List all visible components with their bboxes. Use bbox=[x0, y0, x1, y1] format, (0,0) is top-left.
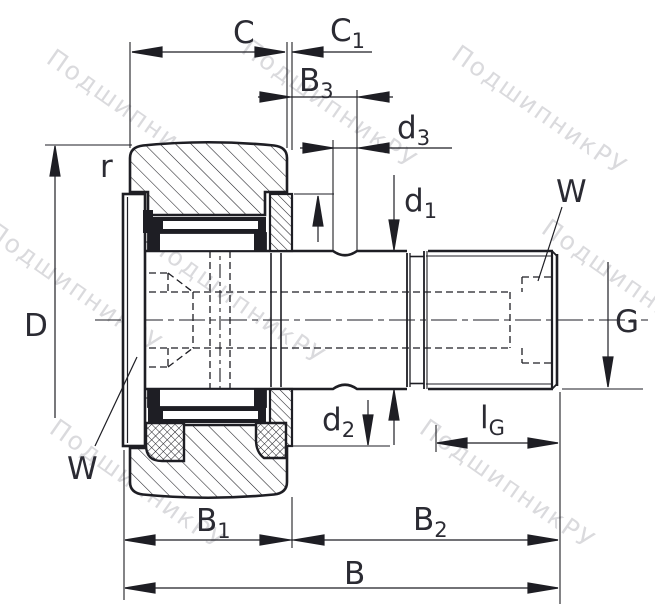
label-C1-sub: 1 bbox=[352, 29, 365, 53]
label-C: C bbox=[233, 15, 255, 51]
label-d1: d1 bbox=[404, 183, 437, 223]
arrowhead bbox=[302, 142, 334, 154]
arrowhead bbox=[293, 534, 325, 546]
roller-end-top-right bbox=[254, 233, 266, 251]
end-chamfer bbox=[551, 250, 558, 257]
label-r: r bbox=[100, 149, 113, 185]
leader-W-left bbox=[94, 356, 138, 447]
seal-bottom-right bbox=[254, 421, 288, 460]
label-r-main: r bbox=[100, 149, 113, 185]
stud bbox=[145, 249, 559, 391]
label-lG: lG bbox=[480, 400, 505, 440]
roller-row-top bbox=[147, 232, 267, 252]
label-d3-sub: 3 bbox=[417, 126, 430, 150]
label-B: B bbox=[344, 556, 365, 592]
label-G-main: G bbox=[615, 304, 639, 340]
label-d2-main: d bbox=[322, 402, 342, 438]
label-C1: C1 bbox=[330, 13, 365, 53]
arrowhead bbox=[259, 91, 291, 103]
label-D-main: D bbox=[24, 308, 48, 344]
arrowhead bbox=[527, 534, 559, 546]
label-W-right: W bbox=[556, 174, 587, 210]
label-C1-main: C bbox=[330, 13, 352, 49]
arrowhead bbox=[388, 389, 400, 421]
flange-body bbox=[121, 192, 147, 448]
dimension-lines bbox=[49, 46, 614, 594]
arrowhead bbox=[362, 414, 374, 446]
arrowhead bbox=[527, 582, 559, 594]
label-d1-sub: 1 bbox=[424, 199, 437, 223]
label-G: G bbox=[615, 304, 639, 340]
arrowhead bbox=[124, 582, 156, 594]
hex-socket-left-cone bbox=[167, 272, 194, 293]
roller-end-bottom-right bbox=[254, 389, 266, 407]
arrowhead bbox=[124, 534, 156, 546]
label-W-left: W bbox=[67, 451, 98, 487]
needle-rollers bbox=[143, 210, 267, 423]
label-lG-main: l bbox=[480, 400, 489, 436]
watermark-text: ПодшипникРУ bbox=[447, 39, 633, 181]
label-B2: B2 bbox=[413, 502, 448, 542]
label-B3: B3 bbox=[299, 63, 334, 103]
label-B1-sub: 1 bbox=[217, 519, 230, 543]
cage-slot-bottom bbox=[163, 411, 258, 419]
label-d2-sub: 2 bbox=[342, 418, 355, 442]
leader-W-right bbox=[537, 206, 563, 282]
hex-socket-left-cone bbox=[167, 347, 194, 368]
arrowhead bbox=[527, 437, 559, 449]
outer-ring-top-section bbox=[128, 140, 289, 217]
label-d2: d2 bbox=[322, 402, 355, 442]
label-d3: d3 bbox=[397, 110, 430, 150]
arrowhead bbox=[254, 46, 286, 58]
label-d3-main: d bbox=[397, 110, 417, 146]
arrowhead bbox=[292, 46, 324, 58]
label-W-left-main: W bbox=[67, 451, 98, 487]
arrowhead bbox=[602, 356, 614, 388]
label-B3-sub: 3 bbox=[320, 79, 333, 103]
seal-bottom-left bbox=[144, 421, 186, 463]
arrowhead bbox=[436, 437, 468, 449]
extension-lines bbox=[45, 42, 643, 604]
arrowhead bbox=[312, 195, 324, 227]
roller-row-bottom bbox=[147, 388, 267, 408]
arrowhead bbox=[358, 142, 390, 154]
stud-flange bbox=[121, 192, 147, 448]
dimension-labels: C C1 B3 d3 d1 r D W W G d2 lG B1 B2 B bbox=[24, 13, 639, 592]
hidden-lines bbox=[127, 251, 552, 389]
label-B-main: B bbox=[344, 556, 365, 592]
label-d1-main: d bbox=[404, 183, 424, 219]
label-B2-sub: 2 bbox=[434, 518, 447, 542]
label-D: D bbox=[24, 308, 48, 344]
arrowhead bbox=[131, 46, 163, 58]
stud-surface-top bbox=[145, 249, 407, 257]
arrowhead bbox=[358, 91, 390, 103]
seal-strip-top-left bbox=[143, 210, 153, 233]
label-C-main: C bbox=[233, 15, 255, 51]
arrowhead bbox=[49, 145, 61, 177]
label-B1: B1 bbox=[196, 503, 231, 543]
label-B3-main: B bbox=[299, 63, 320, 99]
roller-end-bottom-left bbox=[148, 389, 160, 407]
seals-bottom bbox=[144, 421, 288, 463]
arrowhead bbox=[388, 219, 400, 251]
stud-surface-bottom bbox=[145, 383, 407, 391]
end-chamfer bbox=[551, 383, 558, 390]
arrowhead bbox=[259, 534, 291, 546]
label-lG-sub: G bbox=[489, 416, 505, 440]
label-B2-main: B bbox=[413, 502, 434, 538]
cage-slot-top bbox=[163, 221, 258, 229]
label-B1-main: B bbox=[196, 503, 217, 539]
washer-top-section bbox=[268, 192, 294, 253]
label-W-right-main: W bbox=[556, 174, 587, 210]
roller-end-top-left bbox=[148, 233, 160, 251]
